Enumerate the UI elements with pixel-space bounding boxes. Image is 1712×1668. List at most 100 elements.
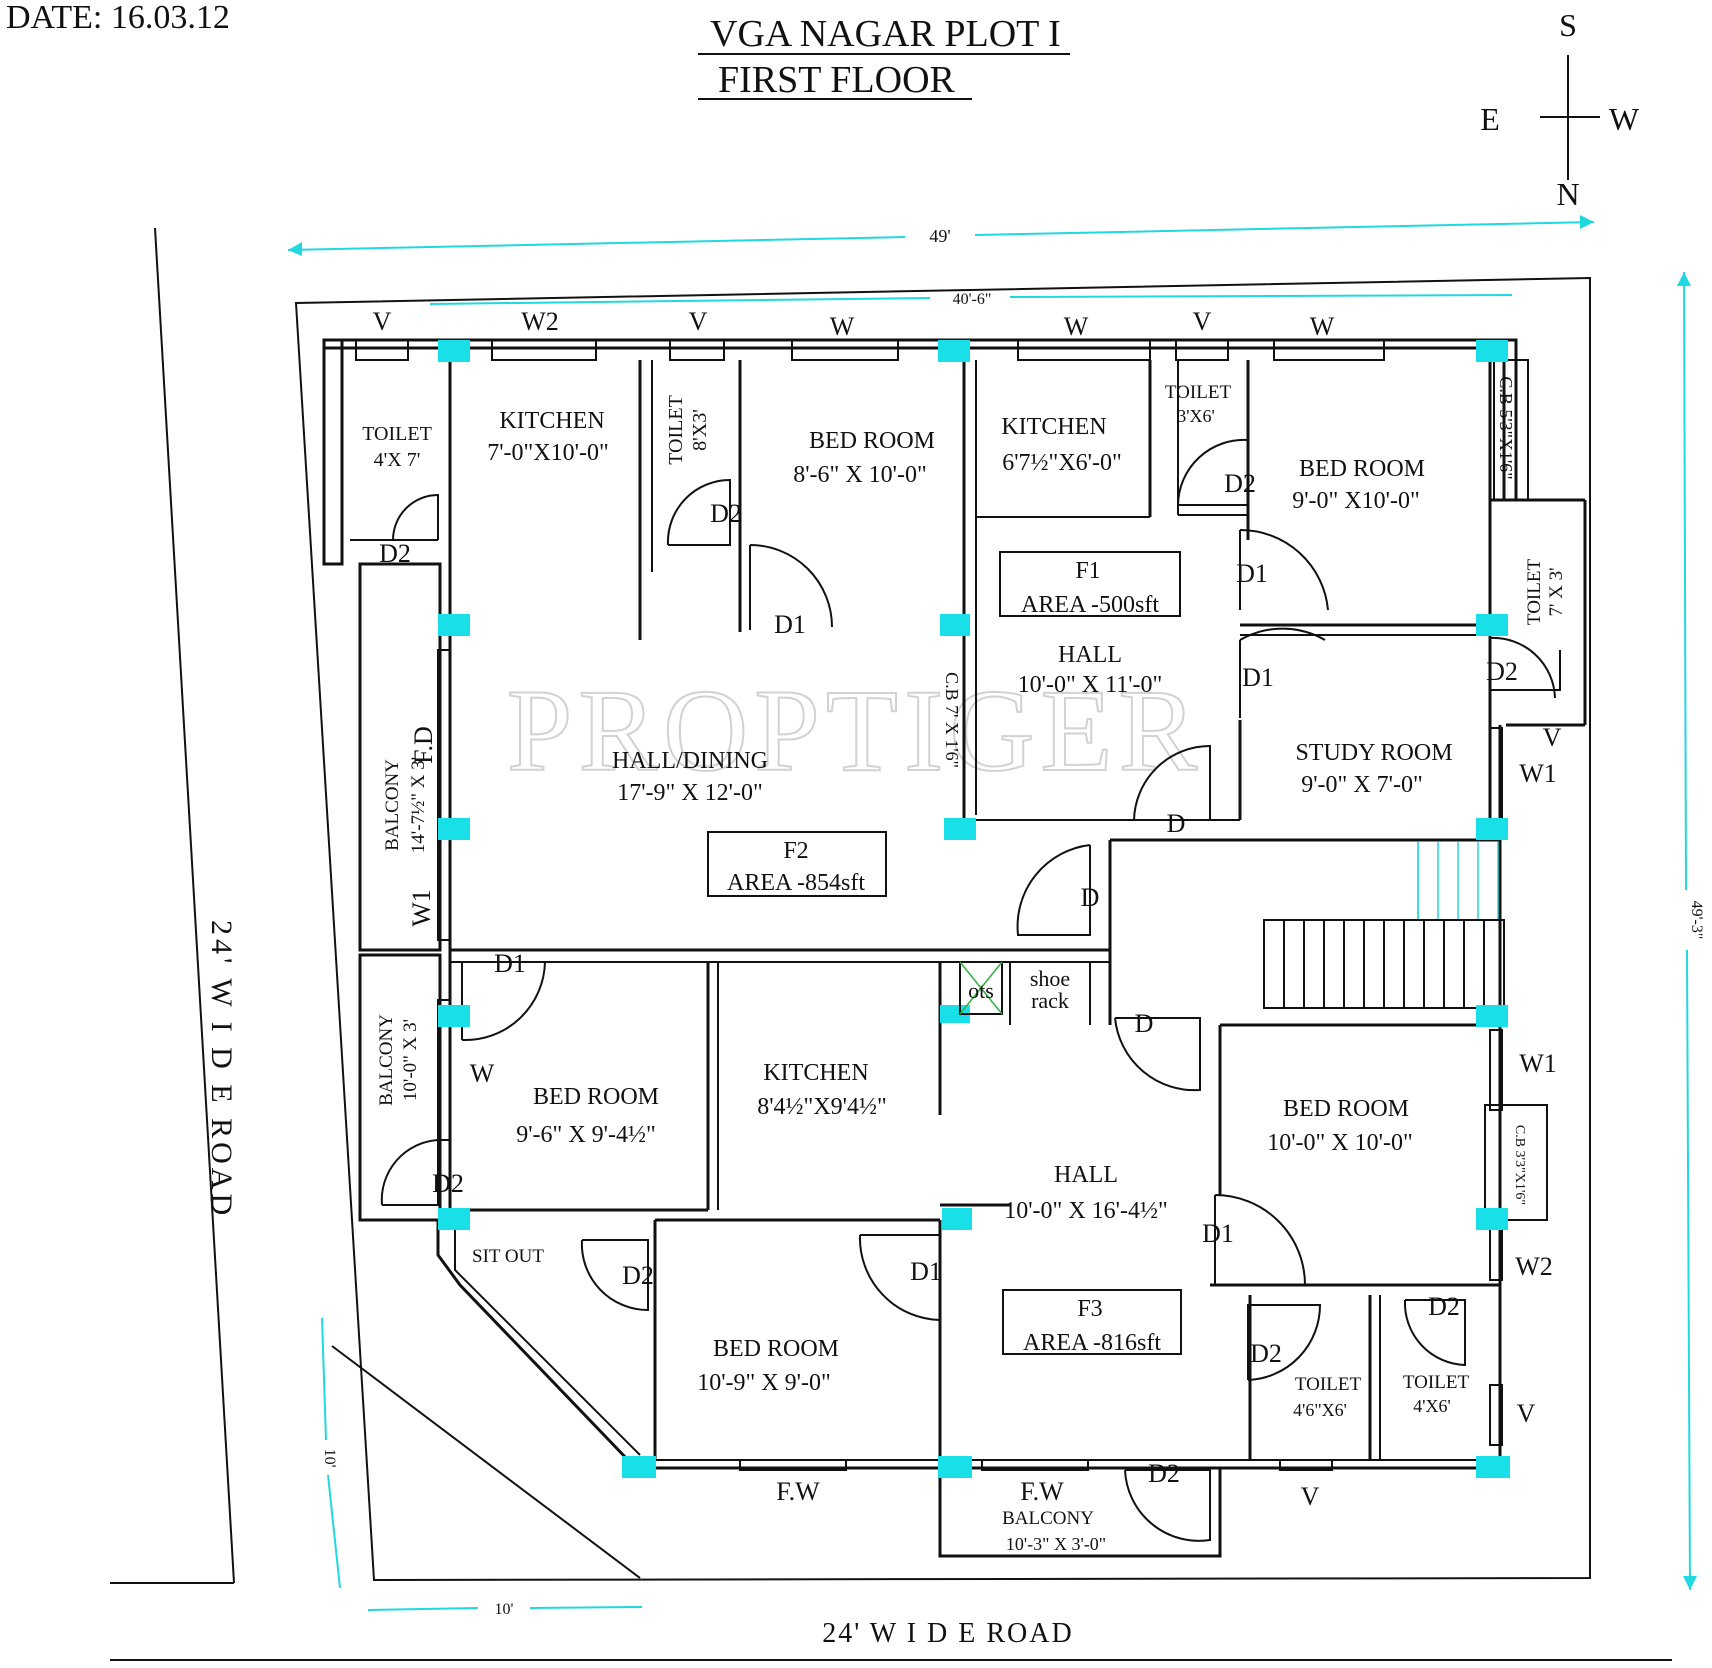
ots-cross [959,961,1003,1015]
label-v-2: V [689,307,708,336]
hall-f3-size: 10'-0" X 16'-4½" [1004,1198,1168,1224]
svg-text:D2: D2 [1148,1459,1180,1488]
hall-dining-name: HALL/DINING [612,748,768,774]
cb-top-label: C.B 5'3"X1'6" [1496,376,1516,479]
svg-text:D: D [1135,1009,1154,1038]
kitchen-f3-name: KITCHEN [763,1060,868,1086]
label-w2-right: W2 [1515,1252,1553,1281]
bed-f2-top-name: BED ROOM [809,428,935,454]
bed-f3-right-name: BED ROOM [1283,1096,1409,1122]
svg-text:D: D [1081,883,1100,912]
f3-area-box [1002,1289,1182,1355]
interior-walls [448,359,1548,1460]
dim-setback-bottom: 10' [495,1601,514,1618]
label-fw-1: F.W [776,1477,820,1506]
svg-text:D1: D1 [774,610,806,639]
drawing-subtitle: FIRST FLOOR [718,59,956,101]
kitchen-f2-name: KITCHEN [499,408,604,434]
ots-label: ots [968,978,994,1003]
toilet-mid-size: 8'X3' [689,409,711,451]
door-swings [350,438,1561,1542]
toilet-f3-b-name: TOILET [1403,1372,1470,1393]
compass-west: W [1609,101,1640,137]
svg-text:D2: D2 [622,1261,654,1290]
label-v-1: V [373,307,392,336]
svg-text:D1: D1 [1236,559,1268,588]
toilet-3x6-size: 3'X6' [1177,406,1215,426]
f1-label: F1 [1075,558,1100,584]
cb-mid-label: C.B 7' X 1'6" [942,672,962,768]
label-v-bottom: V [1301,1482,1320,1511]
toilet-f3-a-size: 4'6"X6' [1293,1400,1347,1420]
kitchen-f1-size: 6'7½"X6'-0" [1002,450,1122,476]
compass-east: E [1480,101,1500,137]
drawing-title: VGA NAGAR PLOT I [710,13,1061,55]
label-w-3: W [1310,312,1335,341]
dim-setback-side: 10' [321,1449,338,1468]
label-w-1: W [830,312,855,341]
label-v-3: V [1193,307,1212,336]
f3-label: F3 [1077,1296,1102,1322]
staircase [1263,842,1505,1009]
bed-f2-low-name: BED ROOM [533,1084,659,1110]
dimension-lines: 49' 40'-6" 49'-3" 10' 10' [287,215,1705,1618]
bed-f1-size: 9'-0" X10'-0" [1292,488,1420,514]
windows [355,339,1503,1471]
hall-f1-name: HALL [1058,642,1122,668]
f2-area: AREA -854sft [727,870,865,896]
toilet-nw-name: TOILET [362,423,432,445]
svg-text:D1: D1 [910,1257,942,1286]
bed-f3-low-name: BED ROOM [713,1336,839,1362]
drawing-date: DATE: 16.03.12 [6,0,230,36]
road-lines [110,227,1672,1661]
f2-area-box [707,831,887,897]
study-name: STUDY ROOM [1295,740,1452,766]
front-balcony-name: BALCONY [1002,1508,1094,1529]
hall-f3-name: HALL [1054,1162,1118,1188]
room-labels: TOILET 4'X 7' KITCHEN 7'-0"X10'-0" TOILE… [362,376,1567,1554]
watermark: PROPTIGER [507,665,1204,796]
label-v-right-2: V [1517,1399,1536,1428]
label-w-left: W [470,1059,495,1088]
toilet-7x3-size: 7' X 3' [1546,567,1567,616]
label-w2-1: W2 [521,307,559,336]
dim-inner-width: 40'-6" [953,291,992,308]
road-bottom-label: 24' W I D E ROAD [822,1618,1073,1649]
bed-f1-name: BED ROOM [1299,456,1425,482]
opening-labels: V W2 V W W V W V W1 W1 W2 V F.W F.W V F.… [373,307,1562,1511]
bed-f3-right-size: 10'-0" X 10'-0" [1267,1130,1413,1156]
hall-f1-size: 10'-0" X 11'-0" [1018,672,1163,698]
toilet-f3-a-name: TOILET [1295,1374,1362,1395]
svg-text:D1: D1 [1202,1219,1234,1248]
label-fd: F.D [409,726,438,764]
label-fw-2: F.W [1020,1477,1064,1506]
compass-icon: S E W N [1480,7,1640,212]
kitchen-f1-name: KITCHEN [1001,414,1106,440]
kitchen-f2-size: 7'-0"X10'-0" [487,440,609,466]
bed-f2-low-size: 9'-6" X 9'-4½" [516,1122,656,1148]
svg-text:D2: D2 [1224,469,1256,498]
toilet-f3-b-size: 4'X6' [1413,1396,1451,1416]
hall-dining-size: 17'-9" X 12'-0" [617,780,763,806]
cb-right-label: C.B 3'3"X1'6" [1512,1125,1527,1205]
dim-overall-width: 49' [929,226,950,246]
label-v-right-1: V [1543,723,1562,752]
balcony-2-size: 10'-0" X 3' [400,1019,421,1101]
f1-area: AREA -500sft [1021,592,1159,618]
shoe-rack-label-1: shoe [1030,966,1070,991]
svg-text:D2: D2 [710,499,742,528]
f1-area-box [999,551,1181,617]
label-w1-right-2: W1 [1519,1049,1557,1078]
compass-south: S [1559,7,1577,43]
outer-walls [322,338,1587,1558]
bed-f3-low-size: 10'-9" X 9'-0" [697,1370,831,1396]
f2-label: F2 [783,838,808,864]
toilet-7x3-name: TOILET [1524,559,1545,626]
label-w-2: W [1064,312,1089,341]
f3-area: AREA -816sft [1023,1330,1161,1356]
toilet-nw-size: 4'X 7' [374,449,421,471]
balcony-1-name: BALCONY [382,759,403,851]
dim-overall-depth: 49'-3" [1688,901,1705,940]
road-left-label: 24' W I D E ROAD [205,920,238,1219]
